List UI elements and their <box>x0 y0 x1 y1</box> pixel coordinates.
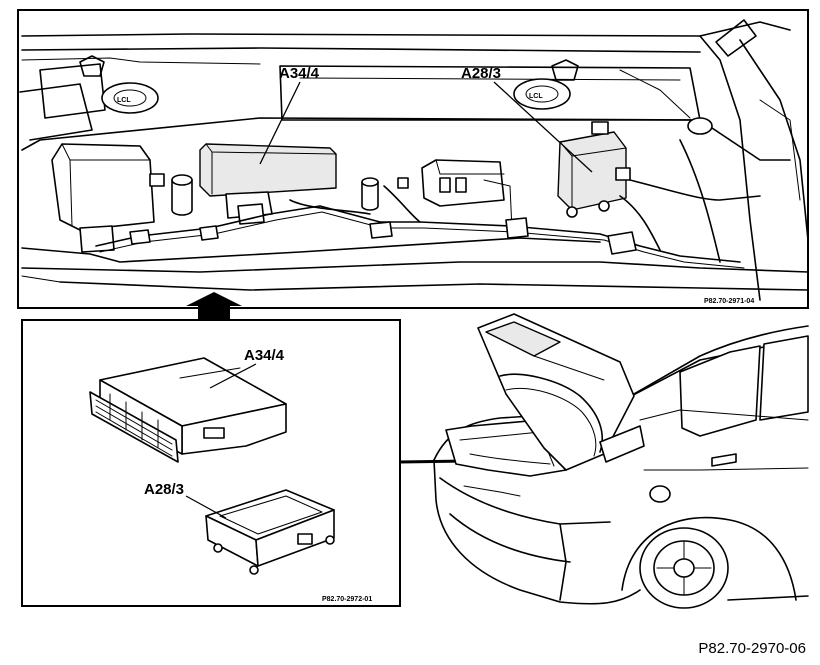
trunk-lid-detail-panel: LCL LCL <box>17 9 809 309</box>
a28-3-module-installed <box>557 121 631 218</box>
svg-text:LCL: LCL <box>117 97 131 104</box>
socket-right <box>361 177 379 211</box>
a34-4-module <box>89 357 287 463</box>
top-label-a28-3: A28/3 <box>461 65 501 82</box>
wiring-harness <box>95 139 761 269</box>
car-rear-view <box>399 313 809 609</box>
inset-label-a28-3: A28/3 <box>144 481 184 498</box>
module-inset-panel: A34/4 A28/3 P82.70-2972-01 <box>21 319 401 607</box>
open-trunk-lid <box>477 313 635 471</box>
inset-label-a34-4: A34/4 <box>244 347 285 364</box>
socket-left <box>171 174 193 216</box>
svg-text:LCL: LCL <box>529 93 543 100</box>
mounting-boss-right: LCL <box>513 78 571 110</box>
top-label-a34-4: A34/4 <box>279 65 320 82</box>
top-panel-ref-code: P82.70-2971-04 <box>704 298 754 305</box>
connector-housing <box>397 159 513 231</box>
a28-3-module <box>205 489 335 575</box>
mounting-boss-left: LCL <box>101 82 159 114</box>
rear-wheel <box>621 516 797 609</box>
left-module <box>51 143 165 253</box>
figure-caption: P82.70-2970-06 <box>698 640 806 657</box>
inset-panel-ref-code: P82.70-2972-01 <box>322 596 372 603</box>
up-arrow-icon <box>186 292 242 322</box>
a34-4-module-installed <box>199 143 337 225</box>
